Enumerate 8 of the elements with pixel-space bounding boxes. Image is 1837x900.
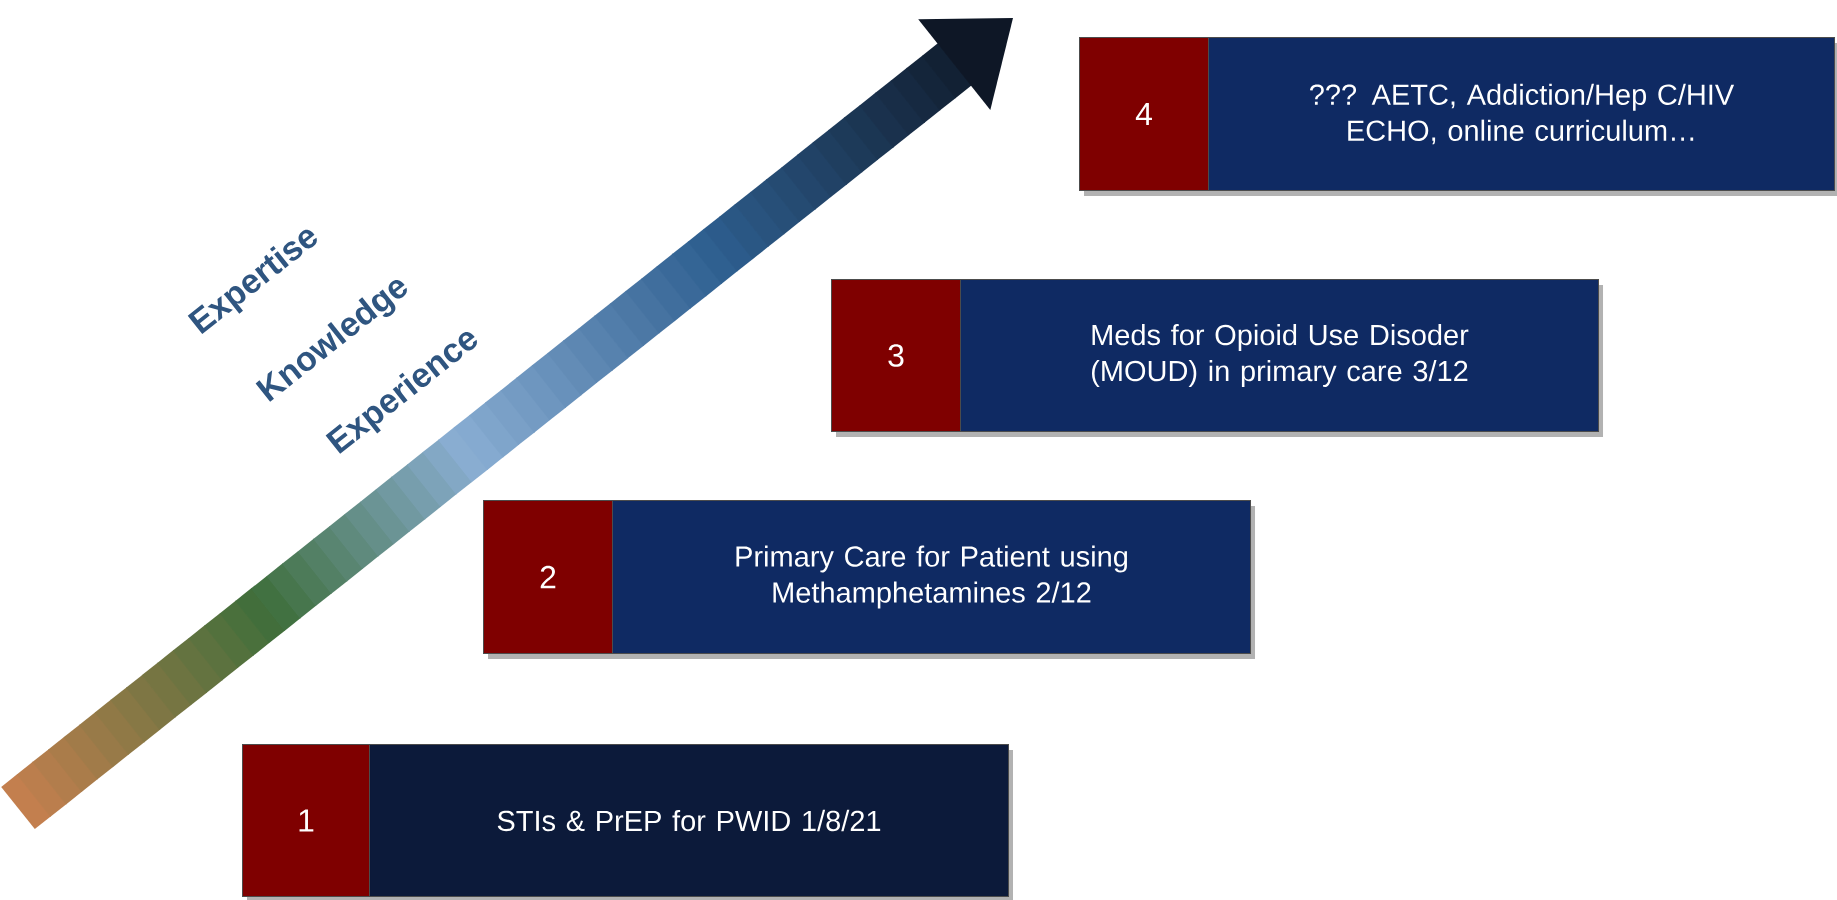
topic-box: STIs & PrEP for PWID 1/8/21	[369, 744, 1013, 900]
topic-box: Meds for Opioid Use Disoder (MOUD) in primary care 3/12	[960, 279, 1603, 437]
number-box: 4	[1079, 37, 1213, 196]
topic-box: Primary Care for Patient using Methamphetamines 2/12	[612, 500, 1255, 659]
number-box: 2	[483, 500, 617, 659]
number-box: 1	[242, 744, 374, 900]
number-box: 3	[831, 279, 965, 437]
topic-box: ??? AETC, Addiction/Hep C/HIV ECHO, online curriculum…	[1208, 37, 1837, 196]
